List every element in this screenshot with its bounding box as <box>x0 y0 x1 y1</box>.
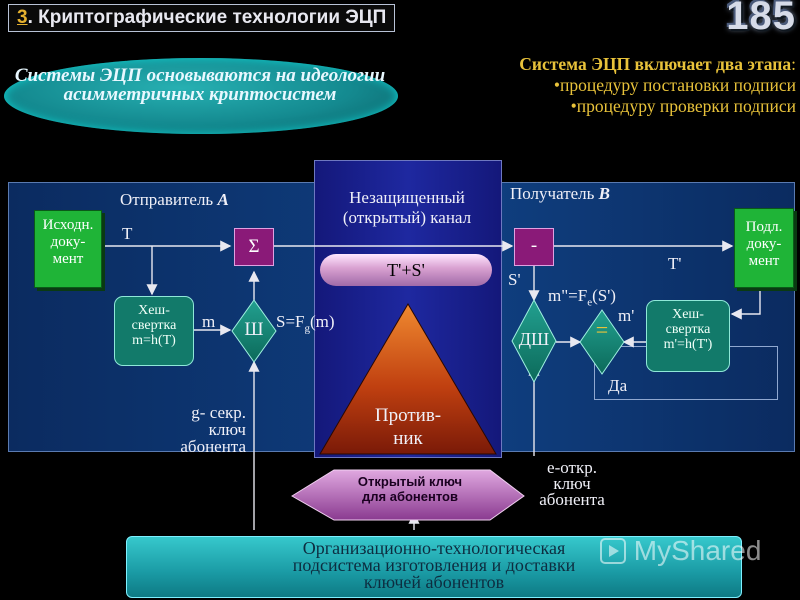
encrypt-symbol: Ш <box>244 319 264 340</box>
signed-document: Подл.доку-мент <box>734 208 794 288</box>
label-signature: S=Fg(m) <box>276 312 335 335</box>
source-document: Исходн.доку-мент <box>34 210 102 288</box>
receiver-label: Получатель B <box>510 184 610 203</box>
decrypt-diamond <box>511 298 557 384</box>
minus-box: - <box>514 228 554 266</box>
label-m-prime: m' <box>618 306 635 325</box>
encrypt-diamond <box>231 299 277 363</box>
intro-ellipse-text: Системы ЭЦП основываются на идеологии ас… <box>14 65 386 105</box>
org-subsystem: Организационно-технологическая подсистем… <box>126 536 742 598</box>
adversary-triangle <box>319 303 497 455</box>
sender-label: Отправитель A <box>120 190 229 209</box>
channel-signal: T'+S' <box>320 254 492 286</box>
stage-item: •процедуру постановки подписи <box>553 75 796 95</box>
stages-heading: Система ЭЦП включает два этапа <box>519 54 792 74</box>
stages-block: Система ЭЦП включает два этапа: •процеду… <box>404 54 796 117</box>
adversary-label: Против-ник <box>374 405 442 449</box>
stages-colon: : <box>791 54 796 74</box>
compare-symbol: = <box>595 317 609 342</box>
watermark: MyShared <box>600 534 761 567</box>
public-key-hexagon <box>291 469 525 521</box>
arrow-doc-to-hash-r <box>730 290 761 320</box>
title-number: 3 <box>17 7 28 28</box>
compare-diamond <box>579 309 625 375</box>
label-verify: m"=Fe(S') <box>548 286 616 309</box>
slide-title: 3. Криптографические технологии ЭЦП <box>8 4 396 32</box>
label-S-prime: S' <box>508 270 521 289</box>
label-T-prime: T' <box>668 254 682 273</box>
channel-caption: Незащищенный (открытый) канал <box>342 188 472 227</box>
title-text: . Криптографические технологии ЭЦП <box>27 7 387 28</box>
play-icon <box>600 538 626 564</box>
sum-box: Σ <box>234 228 274 266</box>
decrypt-symbol: ДШ <box>518 329 550 349</box>
label-T: T <box>122 224 133 243</box>
label-yes: Да <box>608 376 628 395</box>
label-m: m <box>202 312 216 331</box>
stage-item: •процедуру проверки подписи <box>570 96 796 116</box>
page-number: 185 <box>726 0 796 38</box>
intro-ellipse <box>4 58 398 134</box>
